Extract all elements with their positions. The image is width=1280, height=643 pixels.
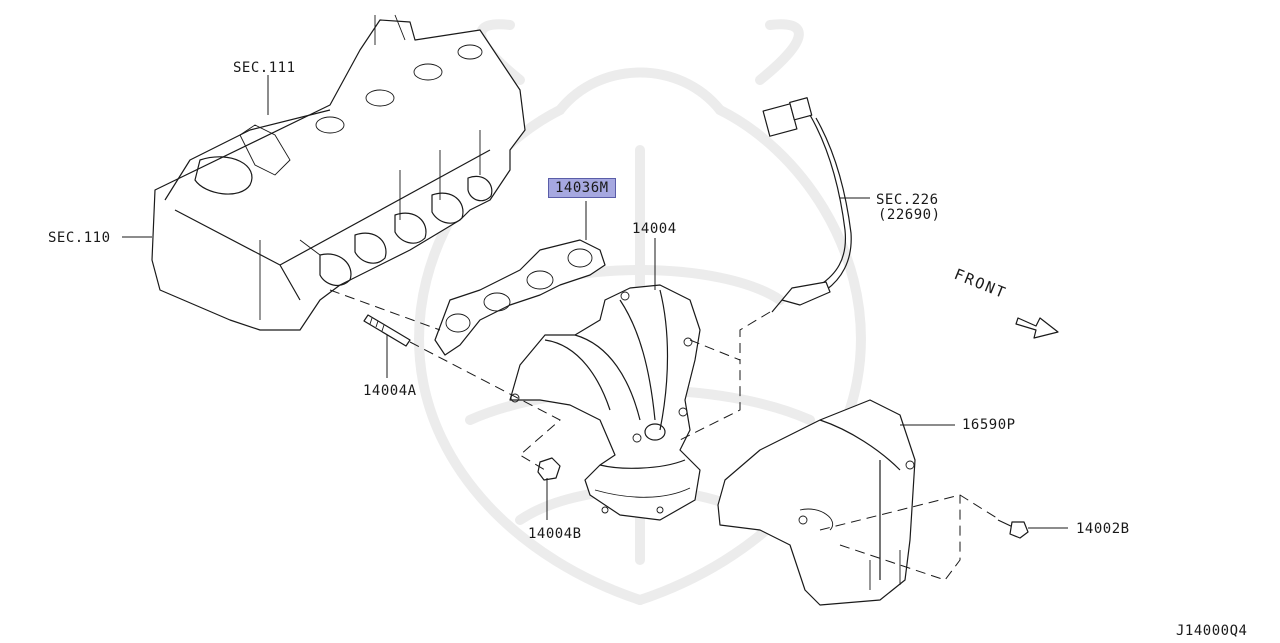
label-part-16590P[interactable]: 16590P	[962, 417, 1016, 433]
label-part-14004B[interactable]: 14004B	[528, 526, 582, 542]
assembly-lines	[329, 289, 1001, 581]
label-part-14004[interactable]: 14004	[632, 221, 677, 237]
bolt-14002B	[997, 519, 1029, 539]
exhaust-manifold	[509, 284, 701, 521]
leader-lines	[122, 75, 1068, 529]
label-sec-110: SEC.110	[48, 230, 111, 246]
label-part-14036M[interactable]: 14036M	[548, 178, 616, 198]
nut-14004B	[537, 457, 561, 481]
diagram-code: J14000Q4	[1176, 623, 1248, 639]
label-sec-111: SEC.111	[233, 60, 296, 76]
exhaust-gasket	[434, 239, 606, 356]
cylinder-head	[151, 14, 526, 331]
front-arrow	[1015, 317, 1059, 339]
heat-shield	[717, 399, 916, 606]
label-sec-226: SEC.226	[876, 192, 939, 208]
label-part-14002B[interactable]: 14002B	[1076, 521, 1130, 537]
label-sec-226-sub: (22690)	[878, 207, 941, 223]
label-part-14004A[interactable]: 14004A	[363, 383, 417, 399]
stud-14004A	[363, 314, 411, 347]
oxygen-sensor	[762, 97, 852, 313]
